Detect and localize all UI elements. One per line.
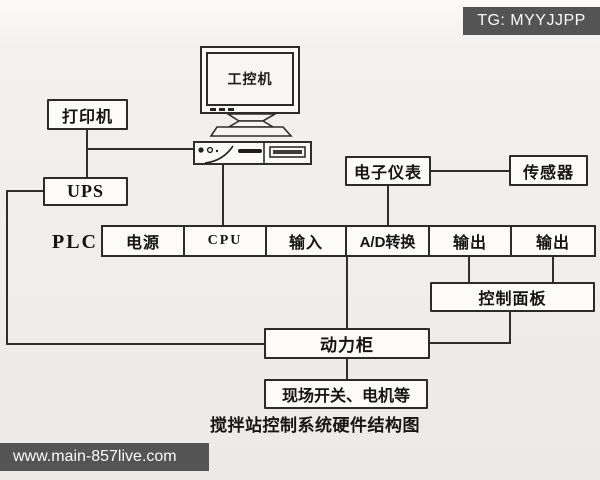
connector-meter-to-sensor xyxy=(431,170,509,172)
control-panel-box: 控制面板 xyxy=(430,282,595,312)
monitor-label: 工控机 xyxy=(227,71,273,87)
connector-cabinet-to-field xyxy=(346,358,348,379)
connector-panel-down xyxy=(509,311,511,344)
connector-output2-to-panel xyxy=(552,256,554,283)
connector-printer-to-ups xyxy=(86,130,88,177)
power-cabinet-label: 动力柜 xyxy=(320,336,374,355)
electronic-meter-label: 电子仪表 xyxy=(353,165,422,182)
connector-ups-left-stub xyxy=(6,190,43,192)
plc-cell-input: 输入 xyxy=(265,227,345,255)
plc-module-row: 电源 CPU 输入 A/D转换 输出 输出 xyxy=(101,225,596,257)
connector-plc-to-power-cabinet xyxy=(346,256,348,328)
monitor-screen: 工控机 xyxy=(206,52,294,106)
connector-case-to-cpu xyxy=(222,164,224,225)
plc-label: PLC xyxy=(52,230,98,253)
electronic-meter-box: 电子仪表 xyxy=(345,156,431,186)
tg-badge-text: TG: MYYJJPP xyxy=(477,12,586,29)
plc-cell-ad-converter: A/D转换 xyxy=(345,227,428,255)
sensor-box: 传感器 xyxy=(509,155,588,186)
monitor-vents xyxy=(210,108,234,111)
plc-cell-power: 电源 xyxy=(125,235,160,252)
power-cabinet-box: 动力柜 xyxy=(264,328,430,359)
printer-box: 打印机 xyxy=(47,99,128,130)
field-devices-box: 现场开关、电机等 xyxy=(264,379,428,409)
printer-label: 打印机 xyxy=(61,108,113,126)
plc-cell-output-1: 输出 xyxy=(428,227,510,255)
plc-cell-output-2: 输出 xyxy=(510,227,594,255)
computer-case xyxy=(193,141,312,165)
diagram-caption: 搅拌站控制系统硬件结构图 xyxy=(210,416,420,435)
connector-panel-to-power-cabinet xyxy=(430,342,511,344)
control-panel-label: 控制面板 xyxy=(478,291,547,308)
industrial-pc-monitor: 工控机 xyxy=(200,46,300,114)
monitor-stand xyxy=(209,113,293,137)
plc-cell-cpu: CPU xyxy=(183,227,265,255)
connector-output1-to-panel xyxy=(468,256,470,283)
connector-meter-to-ad xyxy=(387,186,389,225)
field-devices-label: 现场开关、电机等 xyxy=(281,388,410,405)
connector-left-vertical xyxy=(6,190,8,345)
connector-printer-branch-to-case xyxy=(86,148,194,150)
connector-left-to-power-cabinet xyxy=(6,343,264,345)
ups-box: UPS xyxy=(43,177,128,206)
tg-badge: TG: MYYJJPP xyxy=(463,7,600,35)
sensor-label: 传感器 xyxy=(522,164,574,182)
watermark-bar: www.main-857live.com xyxy=(0,443,209,471)
watermark-text: www.main-857live.com xyxy=(13,448,177,465)
ups-label: UPS xyxy=(66,181,104,201)
